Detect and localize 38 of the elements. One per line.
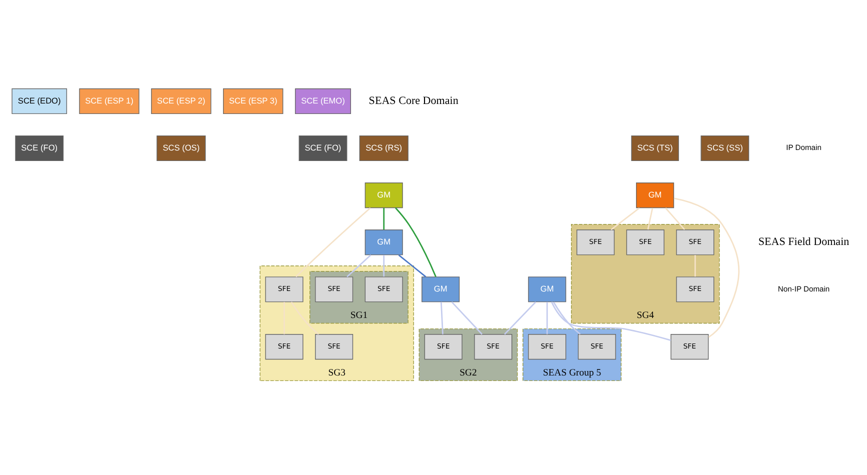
node-box: SCS (SS) <box>700 135 750 162</box>
connector <box>451 301 483 335</box>
connector <box>674 198 740 338</box>
connector <box>553 302 581 335</box>
node-box: SCE (ESP 3) <box>223 88 284 114</box>
connector <box>610 207 640 230</box>
node-box: SCS (OS) <box>156 135 206 162</box>
connector <box>504 301 536 335</box>
node-box: GM <box>364 182 403 208</box>
label: IP Domain <box>786 143 822 152</box>
node-box: GM <box>422 276 460 302</box>
node-box: SCE (ESP 2) <box>151 88 212 114</box>
connector <box>546 302 548 334</box>
node-box: SCE (EMO) <box>294 88 351 114</box>
node-box: GM <box>528 276 566 302</box>
node-box: SCE (FO) <box>298 135 348 162</box>
connector <box>694 255 696 277</box>
node-box: GM <box>636 182 674 208</box>
connector <box>647 208 654 230</box>
node-box: SCS (RS) <box>359 135 408 162</box>
node-box: SCE (EDO) <box>12 88 68 114</box>
connector <box>296 207 371 278</box>
node-box: SCE (FO) <box>15 135 64 162</box>
connector <box>290 302 320 335</box>
connector <box>346 254 372 278</box>
connector <box>665 208 686 230</box>
connector <box>440 302 444 334</box>
connector <box>550 302 672 341</box>
label: Non-IP Domain <box>778 284 830 294</box>
connector <box>383 208 385 230</box>
connector <box>383 255 385 277</box>
node-box: SCS (TS) <box>631 135 679 162</box>
label: SEAS Field Domain <box>758 236 850 248</box>
connector <box>398 254 426 278</box>
label: SEAS Core Domain <box>368 94 458 107</box>
node-box: GM <box>364 230 403 256</box>
node-box: SCE (ESP 1) <box>79 88 140 114</box>
connector <box>395 207 436 278</box>
